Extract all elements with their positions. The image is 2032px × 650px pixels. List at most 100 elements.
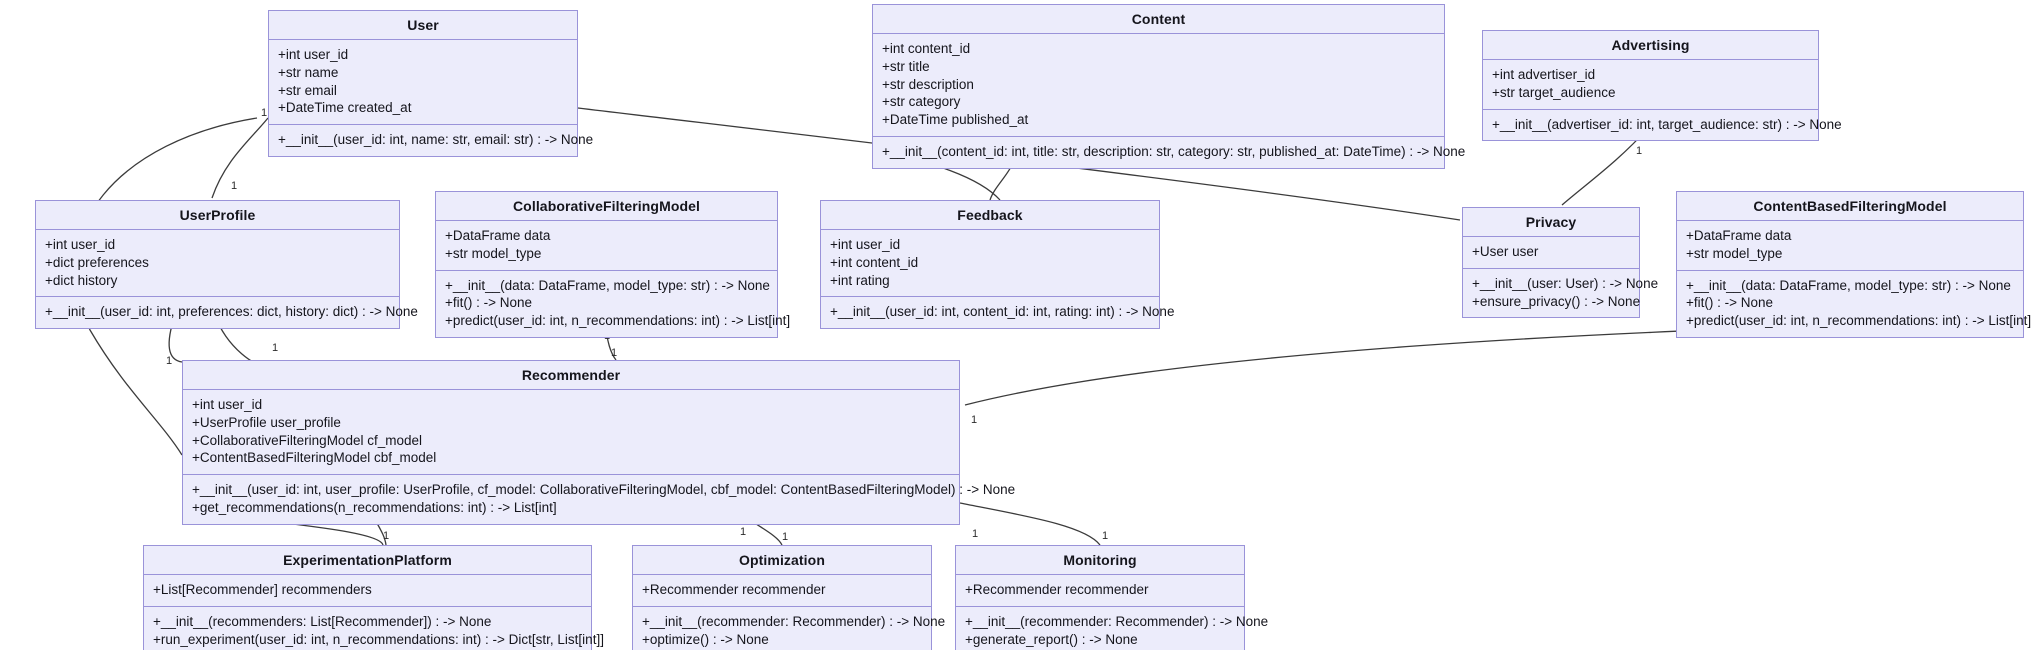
attribute-line: +int user_id [830, 237, 901, 252]
multiplicity-label: 1 [383, 530, 390, 542]
class-box-optimization[interactable]: Optimization +Recommender recommender +_… [632, 545, 946, 650]
attribute-line: +UserProfile user_profile [192, 414, 341, 430]
attribute-line: +int rating [830, 272, 890, 288]
class-methods-contentbasedfilteringmodel: +__init__(data: DataFrame, model_type: s… [1677, 269, 2032, 338]
method-line: +__init__(recommenders: List[Recommender… [153, 613, 492, 629]
multiplicity-label: 1 [166, 355, 173, 367]
attribute-line: +dict history [45, 272, 118, 288]
class-title-privacy: Privacy [1463, 208, 1639, 237]
class-title-experimentationplatform: ExperimentationPlatform [144, 546, 591, 575]
class-attributes-feedback: +int user_id +int content_id +int rating [821, 230, 1159, 297]
class-methods-recommender: +__init__(user_id: int, user_profile: Us… [183, 474, 1016, 524]
multiplicity-label: 1 [740, 526, 747, 538]
multiplicity-label: 1 [231, 180, 238, 192]
method-line: +__init__(user_id: int, user_profile: Us… [192, 482, 1016, 498]
method-line: +run_experiment(user_id: int, n_recommen… [153, 631, 604, 647]
method-line: +__init__(user_id: int, content_id: int,… [830, 304, 1175, 320]
method-line: +predict(user_id: int, n_recommendations… [445, 313, 791, 329]
method-line: +__init__(user_id: int, name: str, email… [278, 132, 594, 148]
class-attributes-privacy: +User user [1463, 237, 1639, 268]
class-title-contentbasedfilteringmodel: ContentBasedFilteringModel [1677, 192, 2023, 221]
class-box-userprofile[interactable]: UserProfile +int user_id +dict preferenc… [35, 200, 418, 330]
class-box-privacy[interactable]: Privacy +User user +__init__(user: User)… [1462, 207, 1659, 319]
method-line: +get_recommendations(n_recommendations: … [192, 500, 557, 516]
method-line: +__init__(recommender: Recommender) : ->… [965, 613, 1269, 629]
class-box-content[interactable]: Content +int content_id +str title +str … [872, 4, 1466, 169]
attribute-line: +List[Recommender] recommenders [153, 582, 372, 597]
class-box-recommender[interactable]: Recommender +int user_id +UserProfile us… [182, 360, 1016, 525]
class-methods-experimentationplatform: +__init__(recommenders: List[Recommender… [144, 605, 604, 650]
class-attributes-monitoring: +Recommender recommender [956, 575, 1244, 606]
attribute-line: +CollaborativeFilteringModel cf_model [192, 432, 422, 448]
class-attributes-userprofile: +int user_id +dict preferences +dict his… [36, 230, 399, 297]
attribute-line: +User user [1472, 244, 1539, 259]
class-attributes-experimentationplatform: +List[Recommender] recommenders [144, 575, 591, 606]
attribute-line: +int advertiser_id [1492, 67, 1596, 82]
attribute-line: +DataFrame data [445, 228, 551, 243]
edge-recommender-monitoring [959, 502, 1101, 546]
method-line: +__init__(data: DataFrame, model_type: s… [1686, 277, 2011, 293]
edge-user-userprofile [211, 117, 269, 199]
class-attributes-recommender: +int user_id +UserProfile user_profile +… [183, 390, 959, 475]
method-line: +__init__(content_id: int, title: str, d… [882, 144, 1466, 160]
class-title-collaborativefilteringmodel: CollaborativeFilteringModel [436, 192, 777, 221]
attribute-line: +Recommender recommender [965, 582, 1149, 597]
multiplicity-label: 1 [971, 414, 978, 426]
multiplicity-label: 1 [782, 531, 789, 543]
attribute-line: +str description [882, 76, 974, 92]
attribute-line: +int content_id [830, 254, 919, 270]
method-line: +__init__(recommender: Recommender) : ->… [642, 613, 946, 629]
attribute-line: +str category [882, 94, 961, 110]
class-box-monitoring[interactable]: Monitoring +Recommender recommender +__i… [955, 545, 1269, 650]
method-line: +__init__(data: DataFrame, model_type: s… [445, 277, 770, 293]
class-title-advertising: Advertising [1483, 31, 1818, 60]
method-line: +__init__(advertiser_id: int, target_aud… [1492, 116, 1842, 132]
multiplicity-label: 1 [611, 347, 618, 359]
class-box-feedback[interactable]: Feedback +int user_id +int content_id +i… [820, 200, 1175, 330]
attribute-line: +str title [882, 58, 930, 74]
class-attributes-optimization: +Recommender recommender [633, 575, 931, 606]
class-attributes-advertising: +int advertiser_id +str target_audience [1483, 60, 1818, 109]
class-methods-userprofile: +__init__(user_id: int, preferences: dic… [36, 296, 418, 329]
attribute-line: +str model_type [1686, 245, 1783, 261]
multiplicity-label: 1 [272, 342, 279, 354]
multiplicity-label: 1 [972, 528, 979, 540]
class-methods-user: +__init__(user_id: int, name: str, email… [269, 124, 594, 157]
class-attributes-content: +int content_id +str title +str descript… [873, 34, 1444, 137]
class-box-advertising[interactable]: Advertising +int advertiser_id +str targ… [1482, 30, 1842, 142]
method-line: +predict(user_id: int, n_recommendations… [1686, 313, 2032, 329]
class-methods-content: +__init__(content_id: int, title: str, d… [873, 136, 1466, 168]
attribute-line: +int user_id [192, 397, 263, 412]
class-box-collaborativefilteringmodel[interactable]: CollaborativeFilteringModel +DataFrame d… [435, 191, 791, 339]
class-title-monitoring: Monitoring [956, 546, 1244, 575]
class-methods-optimization: +__init__(recommender: Recommender) : ->… [633, 605, 946, 650]
class-title-recommender: Recommender [183, 361, 959, 390]
class-box-user[interactable]: User +int user_id +str name +str email +… [268, 10, 594, 158]
class-attributes-user: +int user_id +str name +str email +DateT… [269, 40, 577, 125]
class-title-feedback: Feedback [821, 201, 1159, 230]
attribute-line: +int user_id [45, 237, 116, 252]
class-methods-collaborativefilteringmodel: +__init__(data: DataFrame, model_type: s… [436, 269, 791, 338]
method-line: +fit() : -> None [1686, 295, 1774, 311]
method-line: +__init__(user_id: int, preferences: dic… [45, 304, 418, 320]
attribute-line: +DateTime created_at [278, 100, 412, 116]
attribute-line: +int user_id [278, 47, 349, 62]
attribute-line: +str name [278, 64, 339, 80]
method-line: +optimize() : -> None [642, 631, 769, 647]
class-title-optimization: Optimization [633, 546, 931, 575]
attribute-line: +str target_audience [1492, 84, 1616, 100]
class-box-experimentationplatform[interactable]: ExperimentationPlatform +List[Recommende… [143, 545, 604, 650]
class-methods-monitoring: +__init__(recommender: Recommender) : ->… [956, 605, 1269, 650]
attribute-line: +ContentBasedFilteringModel cbf_model [192, 450, 437, 466]
class-methods-feedback: +__init__(user_id: int, content_id: int,… [821, 296, 1175, 329]
attribute-line: +str model_type [445, 245, 542, 261]
class-attributes-contentbasedfilteringmodel: +DataFrame data +str model_type [1677, 221, 2023, 270]
attribute-line: +str email [278, 82, 337, 98]
method-line: +__init__(user: User) : -> None [1472, 275, 1659, 291]
multiplicity-label: 1 [1636, 145, 1643, 157]
multiplicity-label: 1 [1102, 530, 1109, 542]
attribute-line: +DateTime published_at [882, 112, 1029, 128]
class-methods-advertising: +__init__(advertiser_id: int, target_aud… [1483, 108, 1842, 141]
class-box-contentbasedfilteringmodel[interactable]: ContentBasedFilteringModel +DataFrame da… [1676, 191, 2032, 339]
